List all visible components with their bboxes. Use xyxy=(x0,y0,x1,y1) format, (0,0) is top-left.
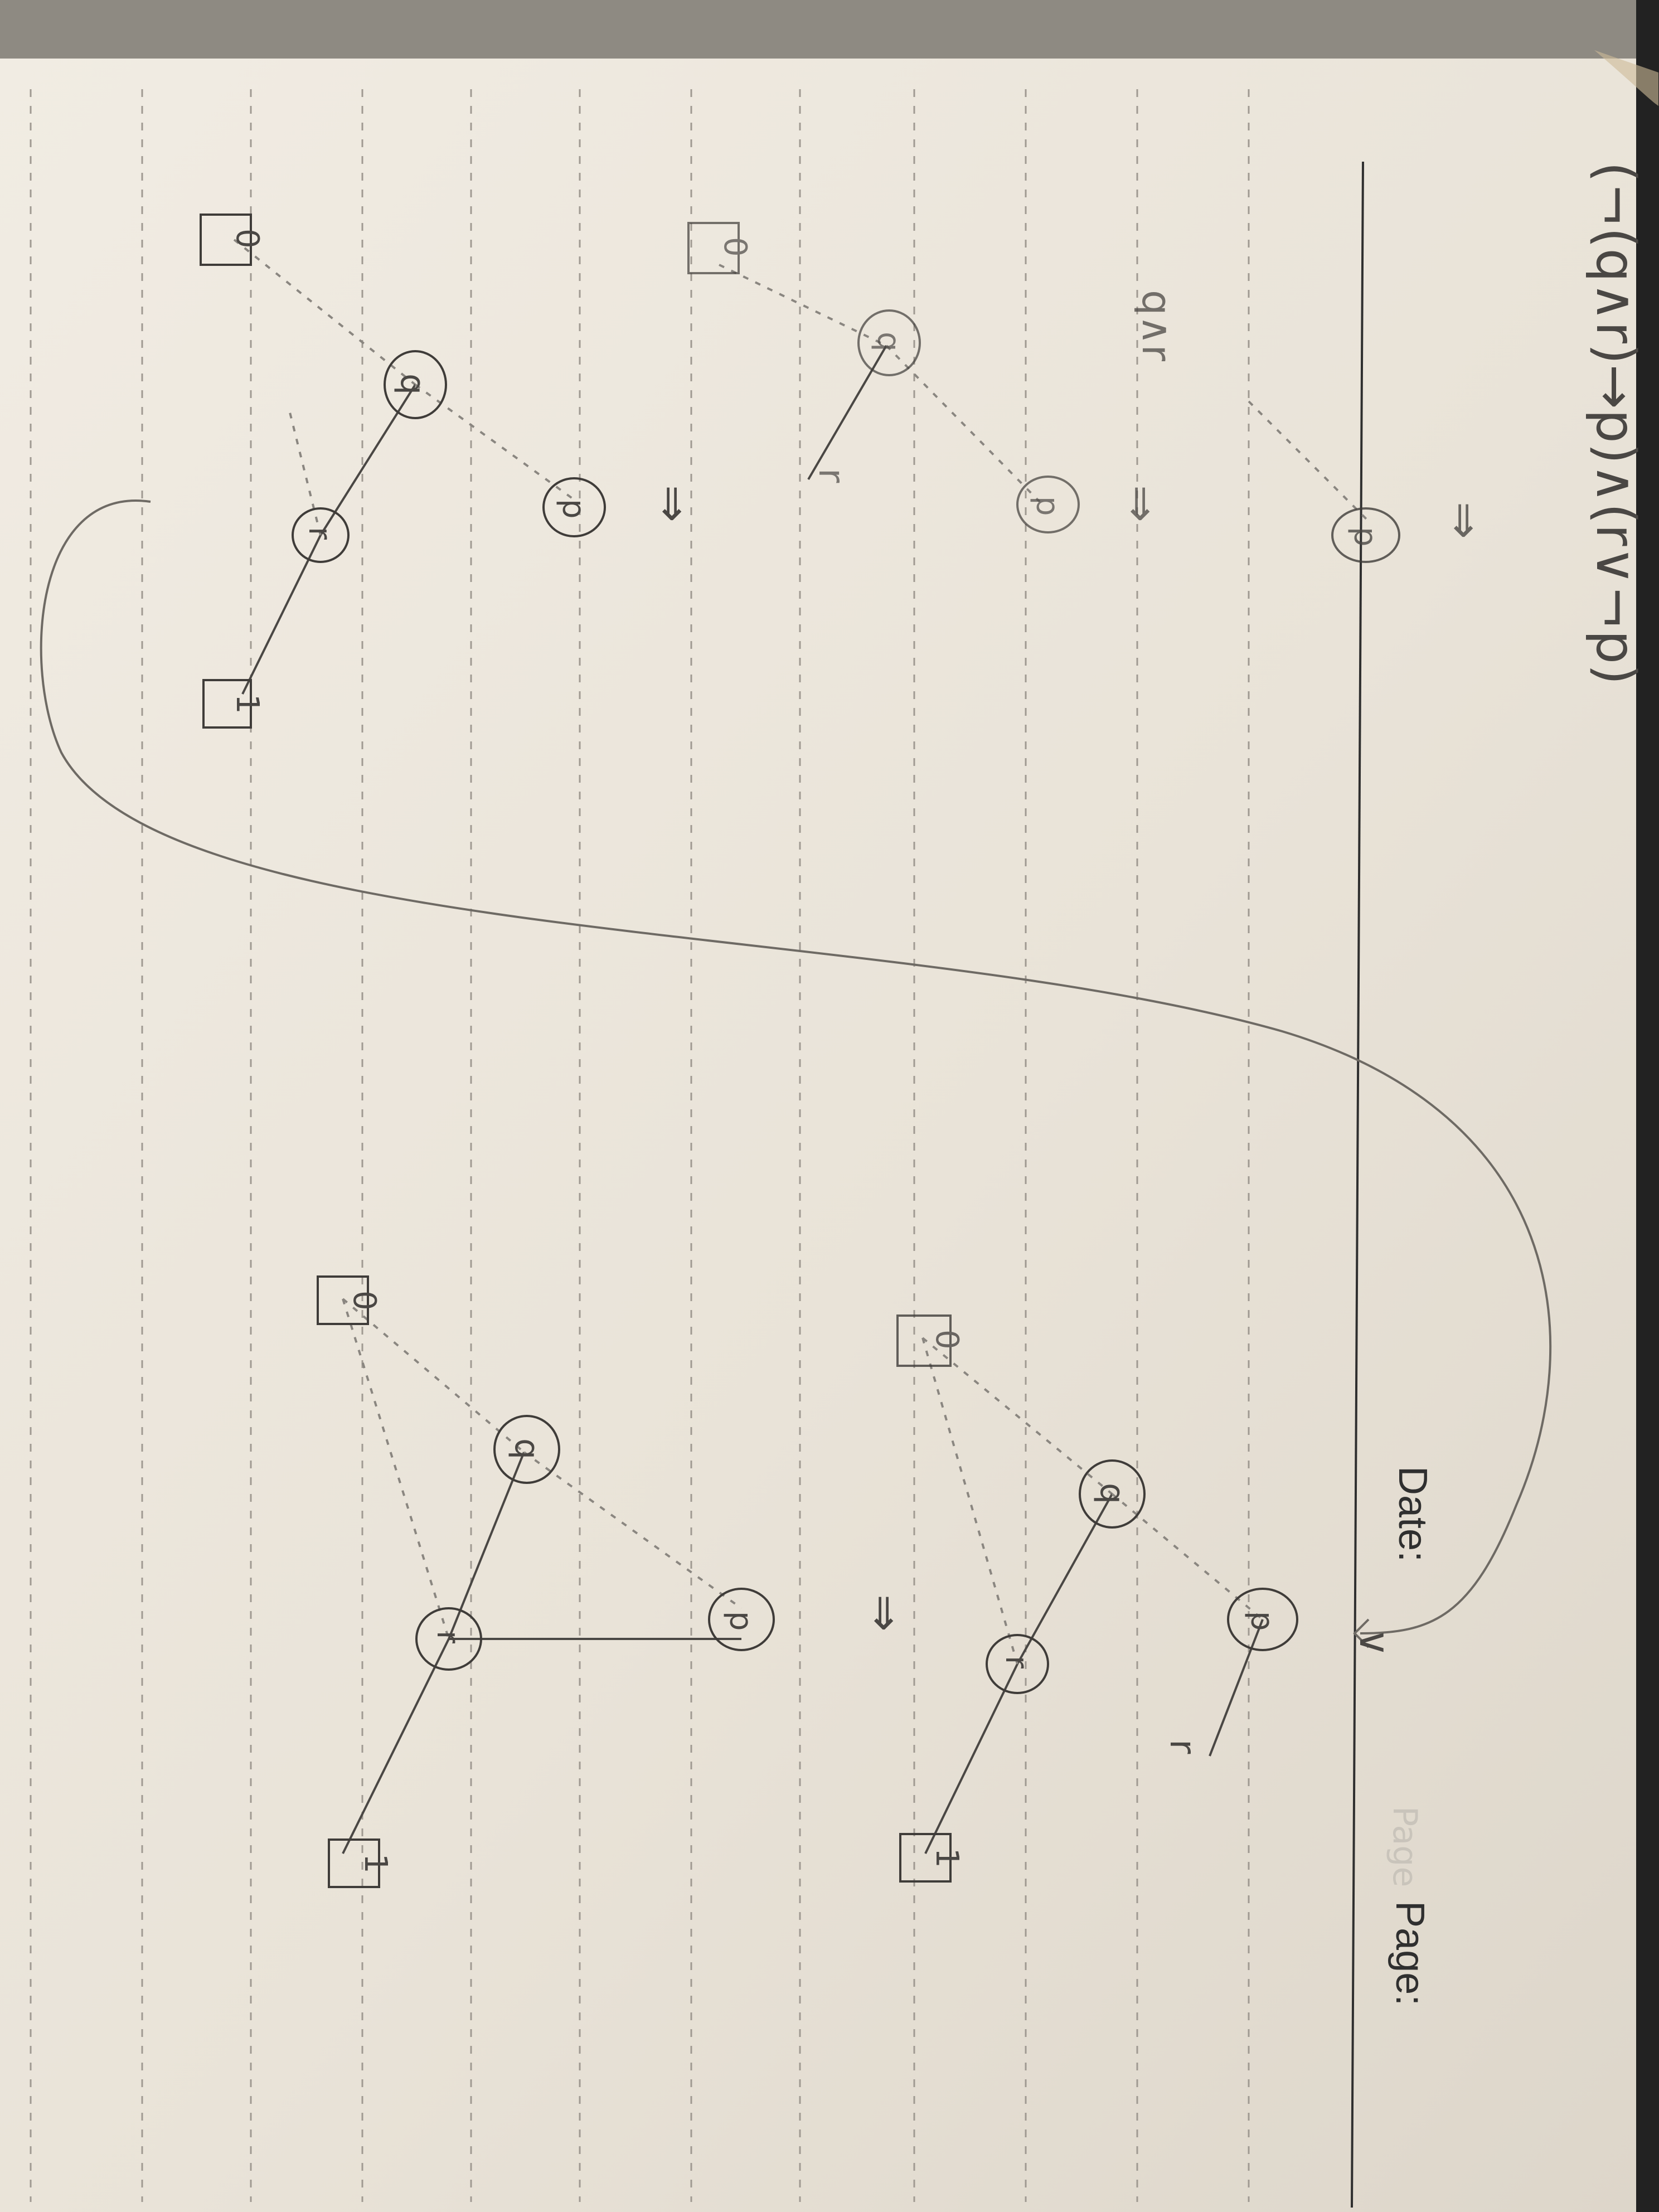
top-false-box-label: 0 xyxy=(229,229,265,249)
lower-edges xyxy=(342,1298,1264,1854)
lone-p: p xyxy=(1331,507,1400,563)
top-true-box-label: 1 xyxy=(229,694,265,714)
page-label: Page: xyxy=(1388,1901,1432,2006)
bl-q: q xyxy=(493,1415,560,1484)
br-true-box-label: 1 xyxy=(929,1848,965,1868)
top-q-label: q xyxy=(393,373,432,395)
bl-q-label: q xyxy=(507,1438,546,1459)
br-p-label: p xyxy=(1244,1611,1280,1631)
formula-text: (¬(q∧r)→p)∧(r∨¬p) xyxy=(1584,162,1647,685)
right-q: q xyxy=(857,309,921,376)
top-r: r xyxy=(292,507,350,563)
right-p: p xyxy=(1016,476,1080,533)
br-true-box: 1 xyxy=(899,1833,965,1883)
top-p: p xyxy=(542,477,606,537)
faint-page-print: Page xyxy=(1385,1806,1424,1887)
paper-top-edge xyxy=(0,0,1659,59)
date-label: Date: xyxy=(1390,1466,1435,1562)
top-false-box: 0 xyxy=(200,214,265,266)
header-rule xyxy=(1351,161,1364,2208)
br-false-box-label: 0 xyxy=(929,1330,965,1350)
br-r-label: r xyxy=(998,1656,1035,1669)
bl-false-box-label: 0 xyxy=(346,1291,382,1311)
lone-p-label: p xyxy=(1347,527,1383,547)
br-r: r xyxy=(986,1634,1049,1694)
bl-false-box: 0 xyxy=(317,1275,382,1325)
r-note-lower: r xyxy=(1162,1739,1203,1754)
br-false-box: 0 xyxy=(896,1314,965,1367)
implies-mark-lower: ⇒ xyxy=(859,1594,911,1632)
conj-note: q∧r xyxy=(1133,290,1180,361)
r-note: r xyxy=(811,468,852,483)
right-false-box-label: 0 xyxy=(717,237,753,257)
br-q-label: q xyxy=(1093,1483,1132,1504)
bl-p-label: p xyxy=(722,1611,759,1631)
top-r-label: r xyxy=(302,527,338,540)
right-q-label: q xyxy=(870,332,906,352)
or-note: ∨ xyxy=(1351,1628,1398,1657)
right-dark-edge xyxy=(1636,0,1659,2212)
right-false-box: 0 xyxy=(687,222,753,274)
top-q: q xyxy=(384,350,447,419)
ruled-lines xyxy=(30,89,1250,2202)
right-p-label: p xyxy=(1029,496,1065,516)
top-true-box: 1 xyxy=(202,679,265,729)
top-p-label: p xyxy=(555,499,591,519)
bl-true-box-label: 1 xyxy=(357,1854,394,1874)
connector-curve xyxy=(40,499,1552,1634)
bl-true-box: 1 xyxy=(328,1839,394,1888)
upper-edges xyxy=(233,239,1372,695)
bl-r: r xyxy=(415,1607,482,1671)
br-q: q xyxy=(1079,1459,1146,1529)
bl-p: p xyxy=(708,1588,775,1651)
bl-r-label: r xyxy=(430,1631,466,1644)
br-p: p xyxy=(1227,1588,1298,1651)
implies-mark-a: ⇒ xyxy=(647,485,699,522)
implies-mark-c: ⇒ xyxy=(1439,502,1491,539)
notebook-paper xyxy=(0,53,1647,2212)
implies-mark-b: ⇒ xyxy=(1115,485,1167,522)
